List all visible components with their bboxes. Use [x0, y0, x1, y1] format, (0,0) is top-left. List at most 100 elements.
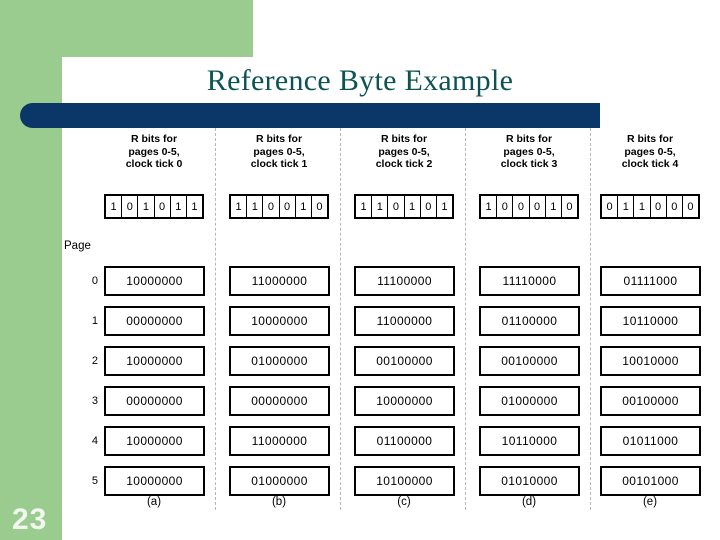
column-sublabel: (b) — [271, 496, 287, 508]
r-bit-cell: 1 — [231, 196, 248, 217]
r-bit-cell: 0 — [421, 196, 437, 217]
column-sublabel: (e) — [642, 496, 658, 508]
column-header-line: R bits for — [626, 133, 674, 145]
page-reference-byte: 00100000 — [354, 346, 455, 376]
r-bit-cell: 0 — [651, 196, 667, 217]
r-bit-cell: 1 — [106, 196, 123, 217]
page-reference-byte: 10110000 — [600, 306, 701, 336]
page-reference-byte: 10000000 — [229, 306, 330, 336]
column-divider-3 — [465, 128, 466, 510]
column-header-line: R bits for — [255, 133, 303, 145]
page-column-label: Page — [64, 240, 91, 252]
column-sublabel: (d) — [521, 496, 537, 508]
r-bit-cell: 1 — [247, 196, 264, 217]
r-bit-cell: 1 — [481, 196, 498, 217]
page-reference-byte: 01011000 — [600, 426, 701, 456]
page-row-number: 0 — [91, 275, 98, 287]
column-header-line: pages 0-5, — [128, 145, 180, 158]
column-header-line: clock tick 1 — [250, 158, 308, 171]
page-reference-byte: 00000000 — [104, 306, 205, 336]
r-bit-cell: 1 — [546, 196, 562, 217]
r-bit-cell: 1 — [356, 196, 373, 217]
r-bit-cell: 1 — [191, 200, 198, 213]
r-bit-cell: 1 — [618, 196, 635, 217]
page-row-number: 3 — [91, 395, 98, 407]
page-reference-byte: 11000000 — [354, 306, 455, 336]
r-bit-cell: 1 — [296, 196, 312, 217]
page-reference-byte: 00000000 — [104, 386, 205, 416]
page-reference-byte: 01000000 — [229, 346, 330, 376]
r-bit-cell: 0 — [602, 196, 619, 217]
page-reference-byte: 10100000 — [354, 466, 455, 496]
column-header-line: clock tick 4 — [621, 158, 679, 171]
r-bit-cell: 0 — [530, 196, 546, 217]
page-reference-byte: 01000000 — [479, 386, 580, 416]
r-bit-cell: 0 — [316, 200, 323, 213]
r-bit-cell: 0 — [497, 196, 514, 217]
page-reference-byte: 00000000 — [229, 386, 330, 416]
column-header-line: pages 0-5, — [378, 145, 430, 158]
column-divider-1 — [215, 128, 216, 510]
page-reference-byte: 10110000 — [479, 426, 580, 456]
page-reference-byte: 01100000 — [479, 306, 580, 336]
navy-title-rule — [20, 103, 600, 128]
white-content-panel — [62, 57, 720, 540]
page-reference-byte: 11000000 — [229, 266, 330, 296]
page-reference-byte: 00101000 — [600, 466, 701, 496]
page-row-number: 4 — [91, 435, 98, 447]
green-header-block — [0, 0, 253, 57]
page-reference-byte: 11100000 — [354, 266, 455, 296]
page-reference-byte: 01010000 — [479, 466, 580, 496]
r-bit-cell: 1 — [634, 196, 651, 217]
column-sublabel: (a) — [146, 496, 162, 508]
column-header-line: clock tick 3 — [500, 158, 558, 171]
page-reference-byte: 10000000 — [104, 426, 205, 456]
slide-number: 23 — [12, 503, 48, 536]
green-side-band — [0, 57, 62, 540]
page-reference-byte: 10000000 — [104, 346, 205, 376]
r-bit-cell: 0 — [513, 196, 530, 217]
page-reference-byte: 10010000 — [600, 346, 701, 376]
column-header-line: pages 0-5, — [624, 145, 676, 158]
page-reference-byte: 01100000 — [354, 426, 455, 456]
column-divider-4 — [590, 128, 591, 510]
r-bit-cell: 0 — [155, 196, 171, 217]
page-reference-byte: 00100000 — [479, 346, 580, 376]
column-header-line: R bits for — [380, 133, 428, 145]
column-header-line: clock tick 2 — [375, 158, 433, 171]
column-header-line: clock tick 0 — [125, 158, 183, 171]
page-reference-byte: 11000000 — [229, 426, 330, 456]
page-reference-byte: 01000000 — [229, 466, 330, 496]
r-bit-cell: 1 — [405, 196, 421, 217]
column-divider-2 — [340, 128, 341, 510]
r-bit-cell: 0 — [566, 200, 573, 213]
column-header-line: R bits for — [505, 133, 553, 145]
r-bit-cell: 1 — [171, 196, 187, 217]
r-bit-cell: 0 — [388, 196, 405, 217]
r-bit-cell: 1 — [138, 196, 155, 217]
page-reference-byte: 01111000 — [600, 266, 701, 296]
r-bit-cell: 0 — [280, 196, 296, 217]
column-header-line: R bits for — [130, 133, 178, 145]
page-reference-byte: 10000000 — [104, 266, 205, 296]
r-bit-cell: 1 — [372, 196, 389, 217]
column-header-line: pages 0-5, — [253, 145, 305, 158]
r-bit-cell: 0 — [122, 196, 139, 217]
r-bit-cell: 1 — [441, 200, 448, 213]
page-title: Reference Byte Example — [206, 64, 514, 97]
page-row-number: 2 — [91, 355, 98, 367]
